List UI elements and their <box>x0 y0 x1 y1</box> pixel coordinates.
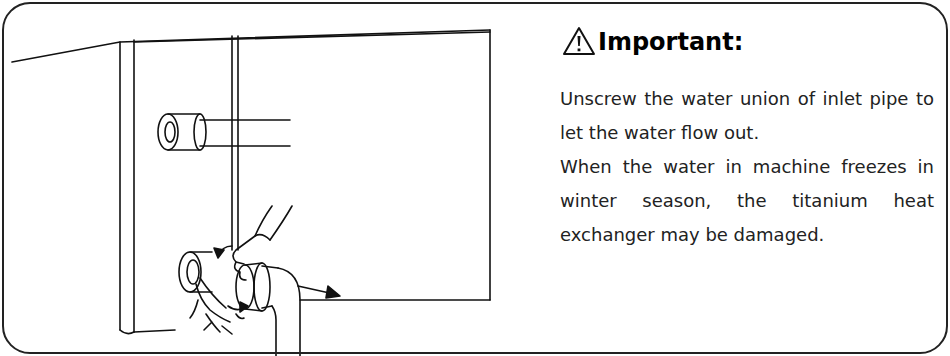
housing-corner-edge <box>119 42 121 330</box>
housing-right-edge <box>489 30 491 300</box>
union-nut <box>254 263 270 311</box>
arrow-head <box>240 302 248 312</box>
inlet-fitting <box>187 260 199 284</box>
housing-corner-bottom <box>120 330 134 334</box>
heading-text: Important: <box>598 28 743 56</box>
housing-corner-edge <box>133 40 135 332</box>
housing-top-inner <box>134 32 490 42</box>
arrow-head <box>214 248 224 258</box>
warning-icon <box>562 26 596 56</box>
panel-seam <box>231 36 233 250</box>
arrow-head <box>326 286 340 298</box>
notice-body: When the water in machine freezes in win… <box>560 150 934 252</box>
hand-wrist <box>255 206 292 240</box>
hose-elbow <box>262 266 278 308</box>
housing-top-edge <box>12 30 490 62</box>
outlet-fitting <box>165 122 175 142</box>
notice-heading: Important: <box>562 26 743 56</box>
outlet-pipe <box>200 120 290 146</box>
hand <box>233 235 270 264</box>
notice-body: Unscrew the water union of inlet pipe to… <box>560 82 934 150</box>
housing-bottom-edge <box>300 299 490 301</box>
hand-finger <box>235 262 246 280</box>
panel-seam <box>237 36 239 250</box>
inlet-fitting <box>190 252 212 292</box>
outlet-fitting <box>158 114 178 150</box>
inlet-fitting <box>179 252 201 292</box>
housing-bottom-edge <box>134 330 175 332</box>
hose-elbow <box>272 268 300 356</box>
